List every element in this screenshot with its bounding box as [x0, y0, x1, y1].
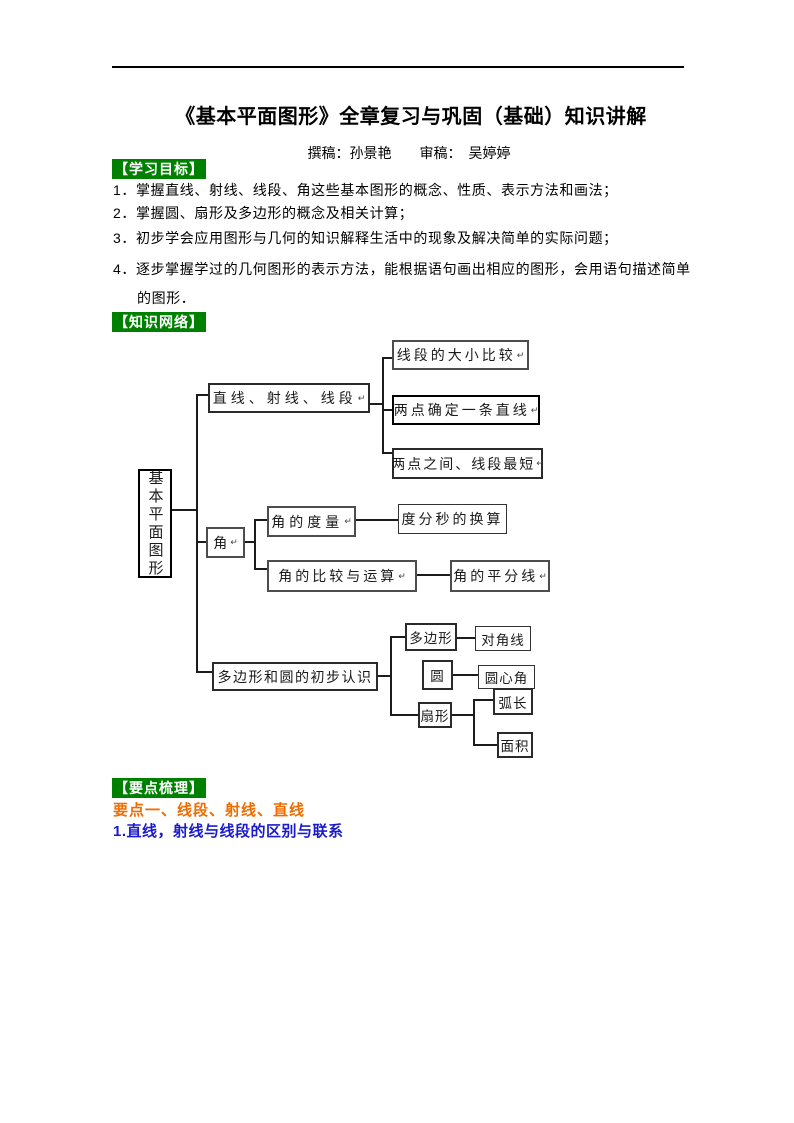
node-line-ray-segment: 直线、射线、线段↵: [208, 383, 370, 413]
section-label-network: 【知识网络】: [112, 312, 206, 332]
return-mark: ↵: [230, 537, 238, 547]
node-circle: 圆: [422, 660, 453, 690]
node-segment-compare: 线段的大小比较↵: [392, 340, 529, 370]
keypoint-heading-1: 要点一、线段、射线、直线: [113, 802, 306, 819]
connector-two-points-line: [384, 409, 392, 411]
connector-compare-bisector: [417, 574, 450, 576]
objective-item-3: 3．初步学会应用图形与几何的知识解释生活中的现象及解决简单的实际问题；: [113, 230, 618, 246]
connector-trunk-branch3: [198, 671, 212, 673]
connector-sector: [392, 714, 418, 716]
connector-angle-bracket: [245, 541, 255, 543]
header-rule: [112, 66, 684, 68]
objective-item-2: 2．掌握圆、扇形及多边形的概念及相关计算；: [113, 205, 414, 221]
node-two-points-shortest: 两点之间、线段最短↵: [391, 448, 544, 479]
node-central-angle: 圆心角: [478, 665, 535, 689]
node-area: 面积: [497, 732, 533, 758]
connector-branch3-bracket: [378, 675, 392, 677]
connector-area: [475, 744, 497, 746]
connector-trunk: [196, 394, 198, 673]
connector-polygon-diagonal: [457, 637, 475, 639]
connector-two-points-shortest: [382, 452, 392, 454]
doc-byline: 撰稿：孙景艳 审稿： 吴婷婷: [307, 147, 511, 162]
connector-root-trunk: [172, 509, 198, 511]
node-angle: 角↵: [206, 527, 245, 558]
connector-segment-compare: [384, 357, 392, 359]
connector-arc: [475, 699, 493, 701]
node-poly-circle-intro: 多边形和圆的初步认识: [212, 662, 378, 691]
doc-title: 《基本平面图形》全章复习与巩固（基础）知识讲解: [175, 106, 647, 128]
connector-trunk-angle: [198, 541, 206, 543]
return-mark: ↵: [398, 570, 406, 581]
bracket-lines: [382, 357, 384, 454]
connector-trunk-branch1: [198, 394, 208, 396]
return-mark: ↵: [357, 392, 366, 403]
section-label-objectives: 【学习目标】: [112, 159, 206, 179]
connector-angle-measure: [256, 519, 267, 521]
objective-item-4-continued: 的图形．: [137, 290, 196, 306]
connector-angle-compare: [256, 568, 267, 570]
return-mark: ↵: [516, 349, 525, 360]
connector-circle-central: [453, 674, 478, 676]
node-root: 基本平面图形: [138, 469, 172, 578]
node-two-points-line: 两点确定一条直线↵: [392, 395, 540, 425]
connector-branch1-bracket: [370, 403, 383, 405]
return-mark: ↵: [530, 404, 539, 415]
node-diagonal: 对角线: [475, 626, 531, 651]
bracket-angle: [254, 519, 256, 570]
bracket-poly: [390, 636, 392, 716]
return-mark: ↵: [344, 516, 352, 526]
node-polygon: 多边形: [405, 623, 457, 651]
node-arc-length: 弧长: [493, 688, 533, 715]
node-angle-bisector: 角的平分线↵: [450, 560, 550, 592]
keypoint-subheading-1: 1.直线，射线与线段的区别与联系: [113, 823, 344, 840]
objective-item-1: 1．掌握直线、射线、线段、角这些基本图形的概念、性质、表示方法和画法；: [113, 182, 618, 198]
section-label-keypoints: 【要点梳理】: [112, 778, 206, 798]
objective-item-4: 4．逐步掌握学过的几何图形的表示方法，能根据语句画出相应的图形，会用语句描述简单: [113, 261, 691, 277]
connector-measure-dms: [356, 519, 398, 521]
connector-polygon: [392, 636, 405, 638]
bracket-sector: [473, 699, 475, 746]
node-sector: 扇形: [418, 702, 452, 728]
node-angle-measure: 角的度量↵: [267, 506, 356, 537]
return-mark: ↵: [539, 570, 547, 581]
node-dms-conversion: 度分秒的换算: [398, 504, 507, 534]
connector-sector-bracket: [452, 714, 474, 716]
node-angle-compare: 角的比较与运算↵: [267, 560, 417, 592]
return-mark: ↵: [536, 458, 544, 468]
